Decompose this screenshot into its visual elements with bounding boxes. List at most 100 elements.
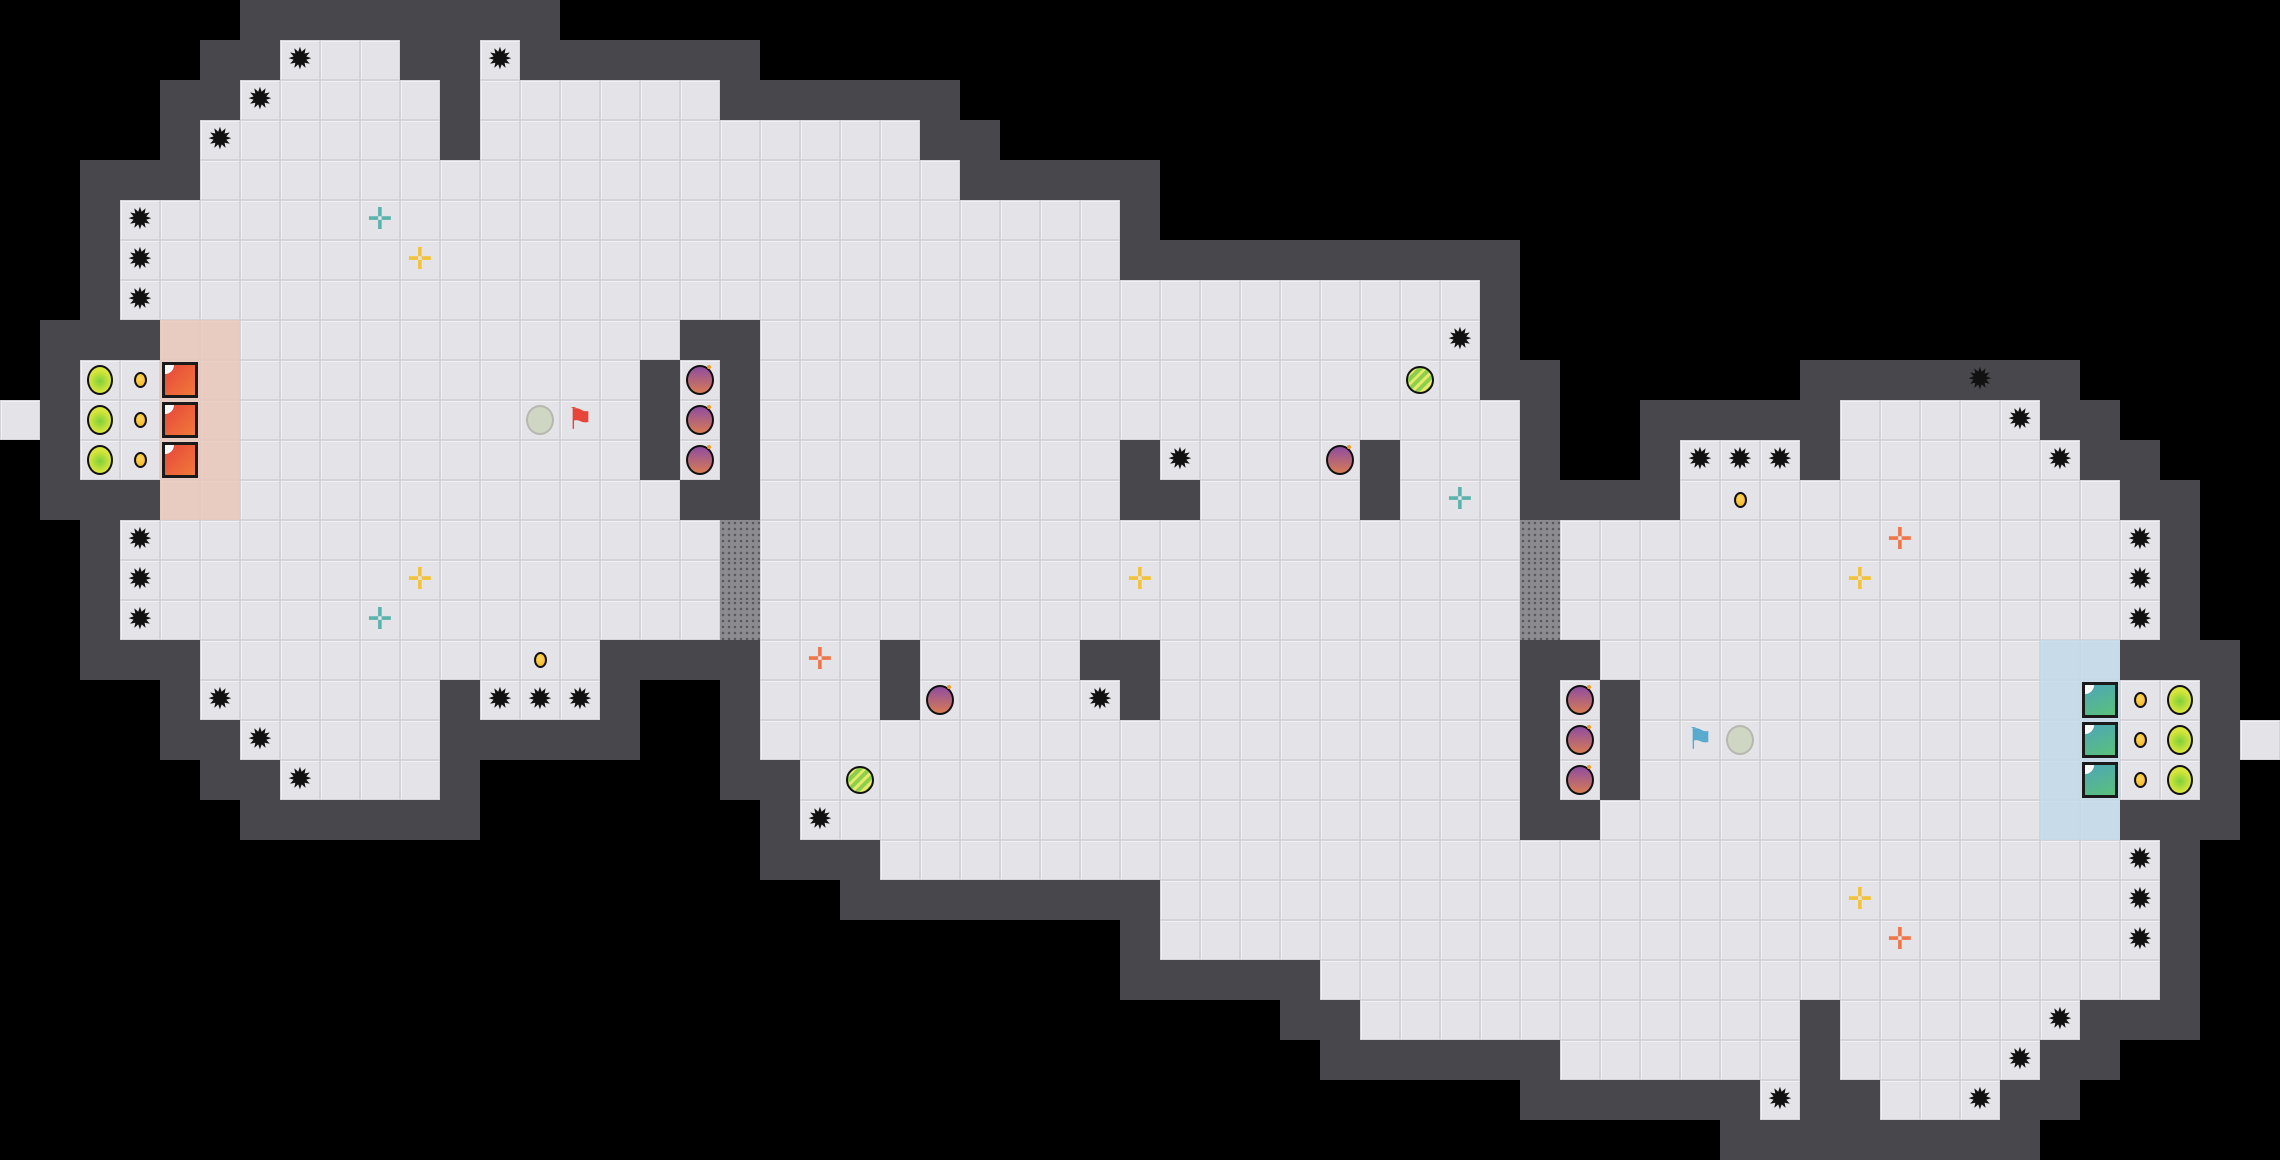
floor-tile: [960, 240, 1000, 280]
floor-tile: [1000, 520, 1040, 560]
floor-tile: [600, 560, 640, 600]
floor-tile: [1960, 880, 2000, 920]
wall-tile: [1840, 360, 1880, 400]
floor-tile: [440, 360, 480, 400]
floor-tile: [640, 240, 680, 280]
floor-tile: [760, 560, 800, 600]
red-team-zone: [200, 440, 240, 480]
floor-tile: [1120, 720, 1160, 760]
spike-gear: ✹: [2120, 880, 2160, 920]
floor-tile: [440, 600, 480, 640]
floor-tile: [320, 680, 360, 720]
blue-team-zone: [2040, 640, 2080, 680]
gear-icon: ✹: [127, 562, 153, 597]
floor-tile: [1160, 360, 1200, 400]
floor-tile: [200, 560, 240, 600]
wall-tile: [1560, 1080, 1600, 1120]
floor-tile: [360, 160, 400, 200]
wall-tile: [240, 760, 280, 800]
floor-tile: [2080, 920, 2120, 960]
floor-tile: [400, 240, 440, 280]
floor-tile: [800, 240, 840, 280]
floor-tile: [880, 760, 920, 800]
floor-tile: [1040, 320, 1080, 360]
floor-tile: [600, 80, 640, 120]
wall-tile: [640, 40, 680, 80]
floor-tile: [600, 160, 640, 200]
floor-tile: [1080, 240, 1120, 280]
floor-tile: [560, 80, 600, 120]
floor-tile: [1000, 720, 1040, 760]
floor-tile: [880, 720, 920, 760]
floor-tile: [840, 360, 880, 400]
wall-tile: [80, 640, 120, 680]
floor-tile: [1000, 840, 1040, 880]
floor-tile: [880, 840, 920, 880]
floor-tile: [1440, 560, 1480, 600]
yellow-ball: [80, 440, 120, 480]
wall-tile: [1760, 400, 1800, 440]
floor-tile: [1600, 880, 1640, 920]
floor-tile: [320, 400, 360, 440]
wall-tile: [120, 320, 160, 360]
floor-tile: [1000, 760, 1040, 800]
gear-icon: ✹: [487, 682, 513, 717]
red-block: [160, 440, 200, 480]
wall-tile: [680, 480, 720, 520]
floor-tile: [1000, 560, 1040, 600]
blue-team-zone: [2080, 800, 2120, 840]
gear-icon: ✹: [1167, 442, 1193, 477]
floor-tile: [880, 240, 920, 280]
floor-tile: [400, 560, 440, 600]
dot-icon: [2133, 772, 2147, 788]
wall-tile: [1920, 360, 1960, 400]
wall-tile: [720, 680, 760, 720]
wall-tile: [720, 760, 760, 800]
wall-tile: [2200, 680, 2240, 720]
wall-tile: [2120, 440, 2160, 480]
bomb: [1320, 440, 1360, 480]
floor-tile: [840, 720, 880, 760]
floor-tile: [1320, 600, 1360, 640]
wall-tile: [240, 40, 280, 80]
gear-icon: ✹: [207, 682, 233, 717]
floor-tile: [2120, 560, 2160, 600]
floor-tile: [520, 520, 560, 560]
floor-tile: [360, 80, 400, 120]
floor-tile: [320, 520, 360, 560]
wall-tile: [1120, 960, 1160, 1000]
red-block: [160, 400, 200, 440]
floor-tile: [1640, 640, 1680, 680]
wall-tile: [1600, 760, 1640, 800]
floor-tile: [320, 80, 360, 120]
floor-tile: [1800, 480, 1840, 520]
floor-tile: [2000, 640, 2040, 680]
floor-tile: [960, 760, 1000, 800]
wall-tile: [200, 80, 240, 120]
floor-tile: [1240, 280, 1280, 320]
wall-tile: [1320, 1040, 1360, 1080]
floor-tile: [1320, 560, 1360, 600]
floor-tile: [1400, 1000, 1440, 1040]
floor-tile: [1040, 640, 1080, 680]
floor-tile: [920, 560, 960, 600]
floor-tile: [1800, 560, 1840, 600]
gold-dot: [2120, 720, 2160, 760]
floor-tile: [1440, 600, 1480, 640]
floor-tile: [680, 600, 720, 640]
wall-tile: [1520, 1040, 1560, 1080]
wall-tile: [2120, 480, 2160, 520]
floor-tile: [1120, 360, 1160, 400]
wall-tile: [1120, 160, 1160, 200]
floor-tile: [760, 400, 800, 440]
floor-tile: [1360, 840, 1400, 880]
floor-tile: [2000, 960, 2040, 1000]
floor-tile: [1800, 720, 1840, 760]
wall-tile: [2160, 520, 2200, 560]
floor-tile: [1200, 640, 1240, 680]
wall-tile: [80, 320, 120, 360]
floor-tile: [440, 640, 480, 680]
floor-tile: [1000, 680, 1040, 720]
floor-tile: [1800, 600, 1840, 640]
floor-tile: [1960, 760, 2000, 800]
